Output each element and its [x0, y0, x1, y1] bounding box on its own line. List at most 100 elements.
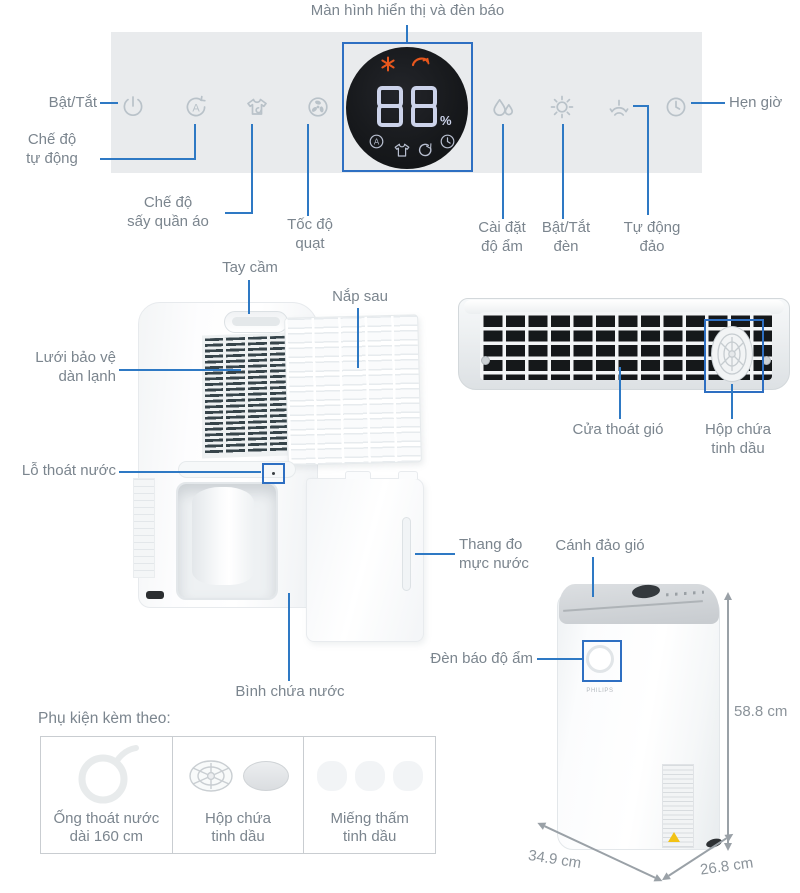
humidity-set-icon	[487, 91, 519, 123]
callout-line-dry-v	[251, 124, 253, 214]
light-toggle-icon	[546, 91, 578, 123]
accessory-cell-oil-pads: Miếng thấm tinh dầu	[304, 737, 435, 853]
pad-icon	[392, 761, 423, 791]
mesh-rib	[267, 336, 270, 454]
drain-groove	[178, 461, 296, 478]
swing-louver-callout-label: Cánh đảo gió	[555, 537, 645, 554]
air-outlet-lip	[464, 300, 784, 314]
callout-line-handle	[248, 280, 250, 314]
oil-box-in-outlet	[711, 326, 753, 382]
body-foot	[146, 591, 164, 599]
defrost-icon	[380, 56, 396, 77]
callout-line-timer	[691, 102, 725, 104]
callout-line-back-cover	[357, 308, 359, 368]
callout-line-light	[562, 124, 564, 219]
timer-icon	[660, 91, 692, 123]
essential-oil-box-icon	[173, 743, 304, 809]
warning-triangle-icon	[668, 832, 680, 842]
swing-callout-label: Tự động đảo	[623, 219, 681, 255]
oil-box-callout-box	[704, 319, 764, 393]
timer-callout-label: Hẹn giờ	[729, 94, 783, 111]
back-cover-callout-label: Nắp sau	[332, 288, 388, 305]
back-cover-panel	[284, 314, 422, 466]
coil-guard-callout-label: Lưới bảo vệ dàn lạnh	[35, 349, 116, 385]
depth-dimension-label: 26.8 cm	[699, 854, 755, 879]
callout-line-oil-box	[731, 384, 733, 419]
width-dimension-label: 34.9 cm	[526, 846, 583, 873]
handle-callout-label: Tay cầm	[222, 259, 278, 276]
accessory-cell-oil-box: Hộp chứa tinh dầu	[173, 737, 305, 853]
tank-tab	[398, 471, 418, 479]
display-digit	[411, 86, 437, 127]
accessory-label: Ống thoát nước dài 160 cm	[53, 809, 160, 846]
accessories-title: Phụ kiện kèm theo:	[38, 710, 171, 727]
callout-line-auto-h	[100, 158, 196, 160]
fan-speed-icon	[302, 91, 334, 123]
auto-mode-icon: A	[180, 91, 212, 123]
power-icon	[117, 91, 149, 123]
drain-hose-icon	[41, 743, 172, 809]
svg-text:A: A	[192, 103, 200, 115]
accessories-table: Ống thoát nước dài 160 cm Hộp chứa tinh …	[40, 736, 436, 854]
coil-guard-mesh	[202, 332, 290, 459]
auto-indicator-icon: A	[368, 133, 385, 155]
mesh-rib	[245, 336, 248, 455]
drain-hole-callout-label: Lỗ thoát nước	[21, 462, 116, 479]
callout-line-swing-v	[647, 105, 649, 215]
drain-hole-dot	[272, 472, 275, 475]
callout-line-swing-h	[633, 105, 649, 107]
pad-icon	[316, 761, 347, 791]
oil-box-lid-icon	[243, 761, 289, 791]
handle-slot	[232, 317, 280, 326]
callout-line-dry-h	[225, 212, 253, 214]
callout-line-water-tank	[288, 593, 290, 681]
air-outlet-callout-label: Cửa thoát gió	[572, 421, 664, 438]
brand-logo: PHILIPS	[586, 688, 614, 694]
display-digit	[377, 86, 403, 127]
dry-clothes-callout-label: Chế độ sấy quần áo	[127, 194, 209, 230]
pad-icon	[354, 761, 385, 791]
callout-line-humidity-light	[537, 658, 582, 660]
dry-indicator-icon	[392, 141, 411, 165]
humidity-light-callout-label: Đèn báo độ ẩm	[430, 650, 533, 667]
callout-line-air-outlet	[619, 367, 621, 419]
water-scale-callout-label: Thang đo mực nước	[459, 536, 529, 572]
accessory-label: Miếng thấm tinh dầu	[330, 809, 409, 846]
humidity-light-callout-box	[582, 640, 622, 682]
timer-indicator-icon	[439, 133, 456, 155]
callout-line-humidity	[502, 124, 504, 219]
callout-line-swing-louver	[592, 557, 594, 597]
accessory-cell-drain-hose: Ống thoát nước dài 160 cm	[41, 737, 173, 853]
dry-clothes-icon	[241, 91, 273, 123]
callout-line-coil-guard	[119, 369, 241, 371]
oil-pads-icon	[304, 743, 435, 809]
power-callout-label: Bật/Tắt	[48, 94, 97, 111]
callout-line-fan	[307, 124, 309, 216]
svg-text:A: A	[374, 138, 380, 147]
body-side-sticker	[133, 478, 155, 578]
tank-tab	[345, 471, 371, 479]
display-callout-box	[342, 42, 473, 172]
display-screen: 88 % A	[346, 47, 468, 169]
fan-speed-callout-label: Tốc độ quạt	[287, 216, 333, 252]
display-callout-label: Màn hình hiển thị và đèn báo	[310, 2, 505, 19]
callout-line-water-scale	[415, 553, 455, 555]
display-unit: %	[440, 113, 452, 128]
water-level-window	[402, 517, 411, 591]
auto-mode-callout-label: Chế độ tự động	[26, 131, 78, 167]
auto-swing-icon	[603, 91, 635, 123]
height-dimension-label: 58.8 cm	[734, 703, 788, 720]
swing-arrow-icon	[410, 53, 432, 74]
height-dimension-arrow	[724, 592, 731, 851]
callout-line-drain	[119, 471, 261, 473]
light-callout-label: Bật/Tắt đèn	[541, 219, 591, 255]
humidity-indicator-light	[586, 645, 614, 673]
compartment-cylinder	[192, 487, 254, 585]
callout-line-display	[406, 25, 408, 42]
humidity-set-callout-label: Cài đặt độ ẩm	[478, 219, 526, 255]
drain-hole-box	[262, 463, 285, 484]
water-tank-callout-label: Bình chứa nước	[235, 683, 345, 700]
accessory-label: Hộp chứa tinh dầu	[205, 809, 271, 846]
screw-icon	[481, 356, 490, 365]
